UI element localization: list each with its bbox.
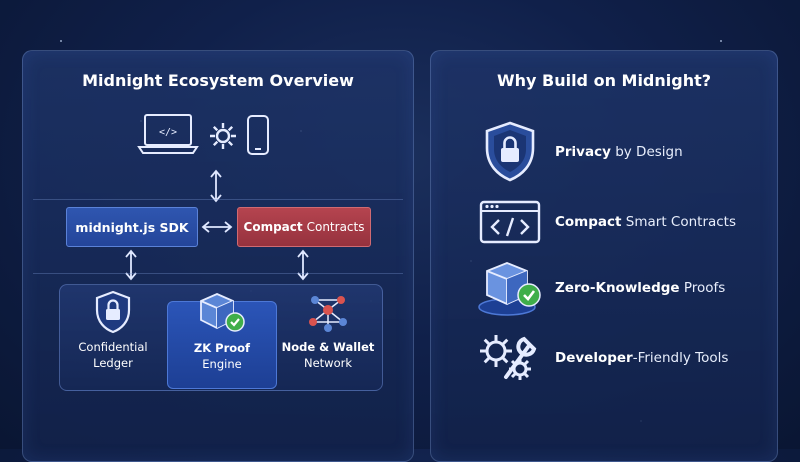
divider-line — [33, 273, 403, 274]
compact-contracts-box: Compact Contracts — [237, 207, 371, 247]
node-wallet-network-card: Node & Wallet Network — [279, 296, 377, 387]
reason-devtools: Developer-Friendly Tools — [475, 327, 728, 389]
network-nodes-icon — [305, 289, 351, 335]
cube-check-icon — [197, 290, 247, 336]
card-line1: Node & Wallet — [281, 340, 375, 354]
ecosystem-panel-title: Midnight Ecosystem Overview — [82, 71, 354, 90]
compact-label-rest: Contracts — [306, 220, 365, 234]
shield-lock-icon — [94, 289, 132, 335]
card-line1: ZK Proof — [193, 341, 251, 355]
code-window-icon — [475, 200, 545, 244]
card-line2: Ledger — [93, 356, 133, 370]
vertical-arrow-compact-tray — [297, 249, 309, 281]
sdk-label: midnight.js SDK — [75, 219, 189, 235]
divider-line — [33, 199, 403, 200]
laptop-code-icon: </> — [137, 113, 199, 159]
vertical-arrow-devices-sdk — [210, 169, 222, 203]
reason-text: Zero-Knowledge Proofs — [555, 280, 726, 296]
smartphone-icon — [246, 114, 270, 160]
svg-text:</>: </> — [159, 127, 177, 138]
cube-check-icon — [475, 257, 545, 319]
gear-icon — [208, 121, 238, 155]
card-label: Node & Wallet Network — [282, 339, 375, 371]
card-label: Confidential Ledger — [78, 339, 147, 371]
vertical-arrow-sdk-tray — [125, 249, 137, 281]
why-build-panel-title: Why Build on Midnight? — [496, 71, 712, 90]
gear-wrench-icon — [475, 327, 545, 389]
reason-text: Privacy by Design — [555, 144, 683, 160]
ecosystem-overview-panel: Midnight Ecosystem Overview </> — [22, 50, 414, 462]
shield-lock-icon — [475, 121, 545, 183]
reason-zk: Zero-Knowledge Proofs — [475, 257, 725, 319]
reason-privacy: Privacy by Design — [475, 121, 683, 183]
reason-text: Compact Smart Contracts — [555, 214, 737, 230]
card-label: ZK Proof Engine — [194, 340, 250, 372]
reason-text: Developer-Friendly Tools — [555, 350, 729, 366]
zk-proof-engine-card: ZK Proof Engine — [167, 293, 277, 389]
confidential-ledger-card: Confidential Ledger — [63, 290, 163, 387]
why-build-panel: Why Build on Midnight? Privacy by Design… — [430, 50, 778, 462]
card-line1: Confidential — [78, 340, 148, 354]
midnight-js-sdk-box: midnight.js SDK — [66, 207, 198, 247]
reason-compact: Compact Smart Contracts — [475, 191, 736, 253]
compact-label-bold: Compact — [243, 220, 303, 234]
card-line2: Network — [303, 356, 353, 370]
card-line2: Engine — [202, 357, 242, 371]
horizontal-arrow-sdk-compact — [201, 221, 233, 233]
